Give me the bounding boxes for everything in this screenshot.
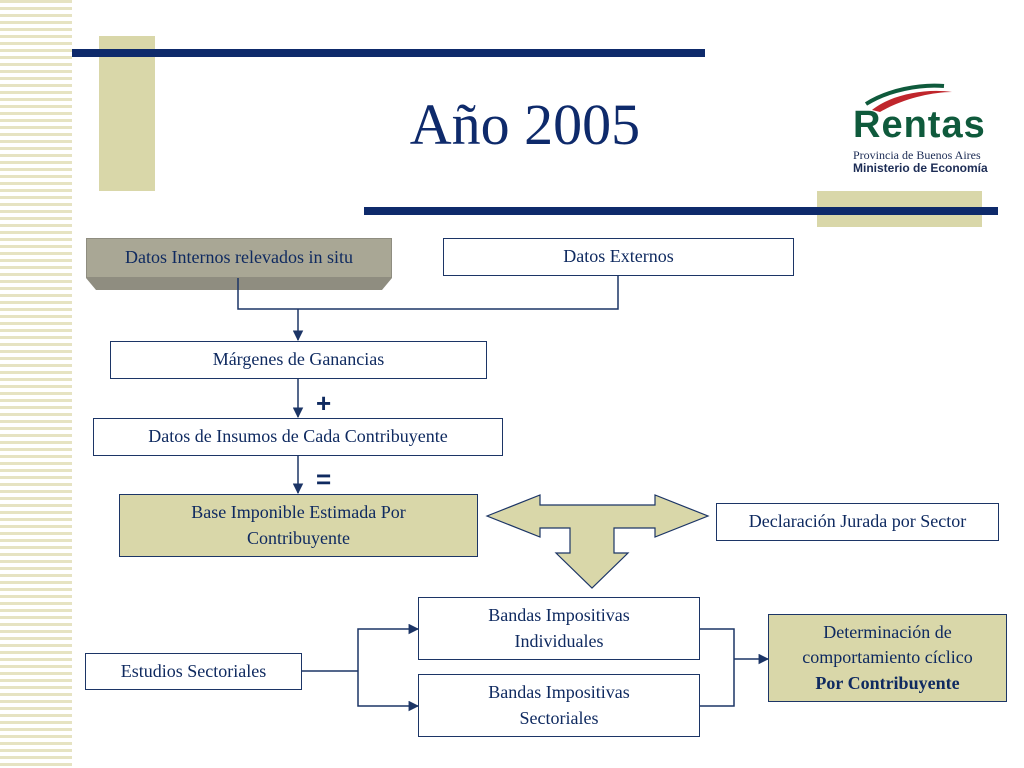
box-insumos: Datos de Insumos de Cada Contribuyente — [93, 418, 503, 456]
merge-line — [237, 276, 619, 310]
box-determinacion: Determinación de comportamiento cíclico … — [768, 614, 1007, 702]
merge-individuales — [700, 628, 735, 707]
branch-to-sectoriales — [357, 671, 420, 712]
box-declaracion-jurada: Declaración Jurada por Sector — [716, 503, 999, 541]
box-datos-externos: Datos Externos — [443, 238, 794, 276]
branch-to-individuales — [357, 623, 420, 671]
rentas-logo-text: Rentas — [853, 104, 986, 146]
left-stripe-decoration — [0, 0, 72, 768]
plus-operator: + — [316, 388, 332, 418]
determinacion-bold-text: Por Contribuyente — [815, 672, 960, 693]
triple-arrow-shape — [485, 494, 710, 589]
box-bandas-individuales: Bandas Impositivas Individuales — [418, 597, 700, 660]
bottom-navy-bar — [364, 207, 998, 215]
logo-subtitle-ministry: Ministerio de Economía — [853, 161, 988, 175]
box-datos-internos: Datos Internos relevados in situ — [86, 238, 392, 278]
box-bandas-sectoriales: Bandas Impositivas Sectoriales — [418, 674, 700, 737]
box-estudios-sectoriales: Estudios Sectoriales — [85, 653, 302, 690]
top-navy-bar — [72, 49, 705, 57]
olive-vertical-block — [99, 36, 155, 191]
page-title: Año 2005 — [409, 92, 641, 157]
determinacion-text: Determinación de comportamiento cíclico — [802, 622, 973, 668]
logo-subtitle-province: Provincia de Buenos Aires — [853, 148, 981, 162]
box-base-imponible: Base Imponible Estimada Por Contribuyent… — [119, 494, 478, 557]
equals-operator: = — [316, 464, 332, 494]
box-margenes: Márgenes de Ganancias — [110, 341, 487, 379]
